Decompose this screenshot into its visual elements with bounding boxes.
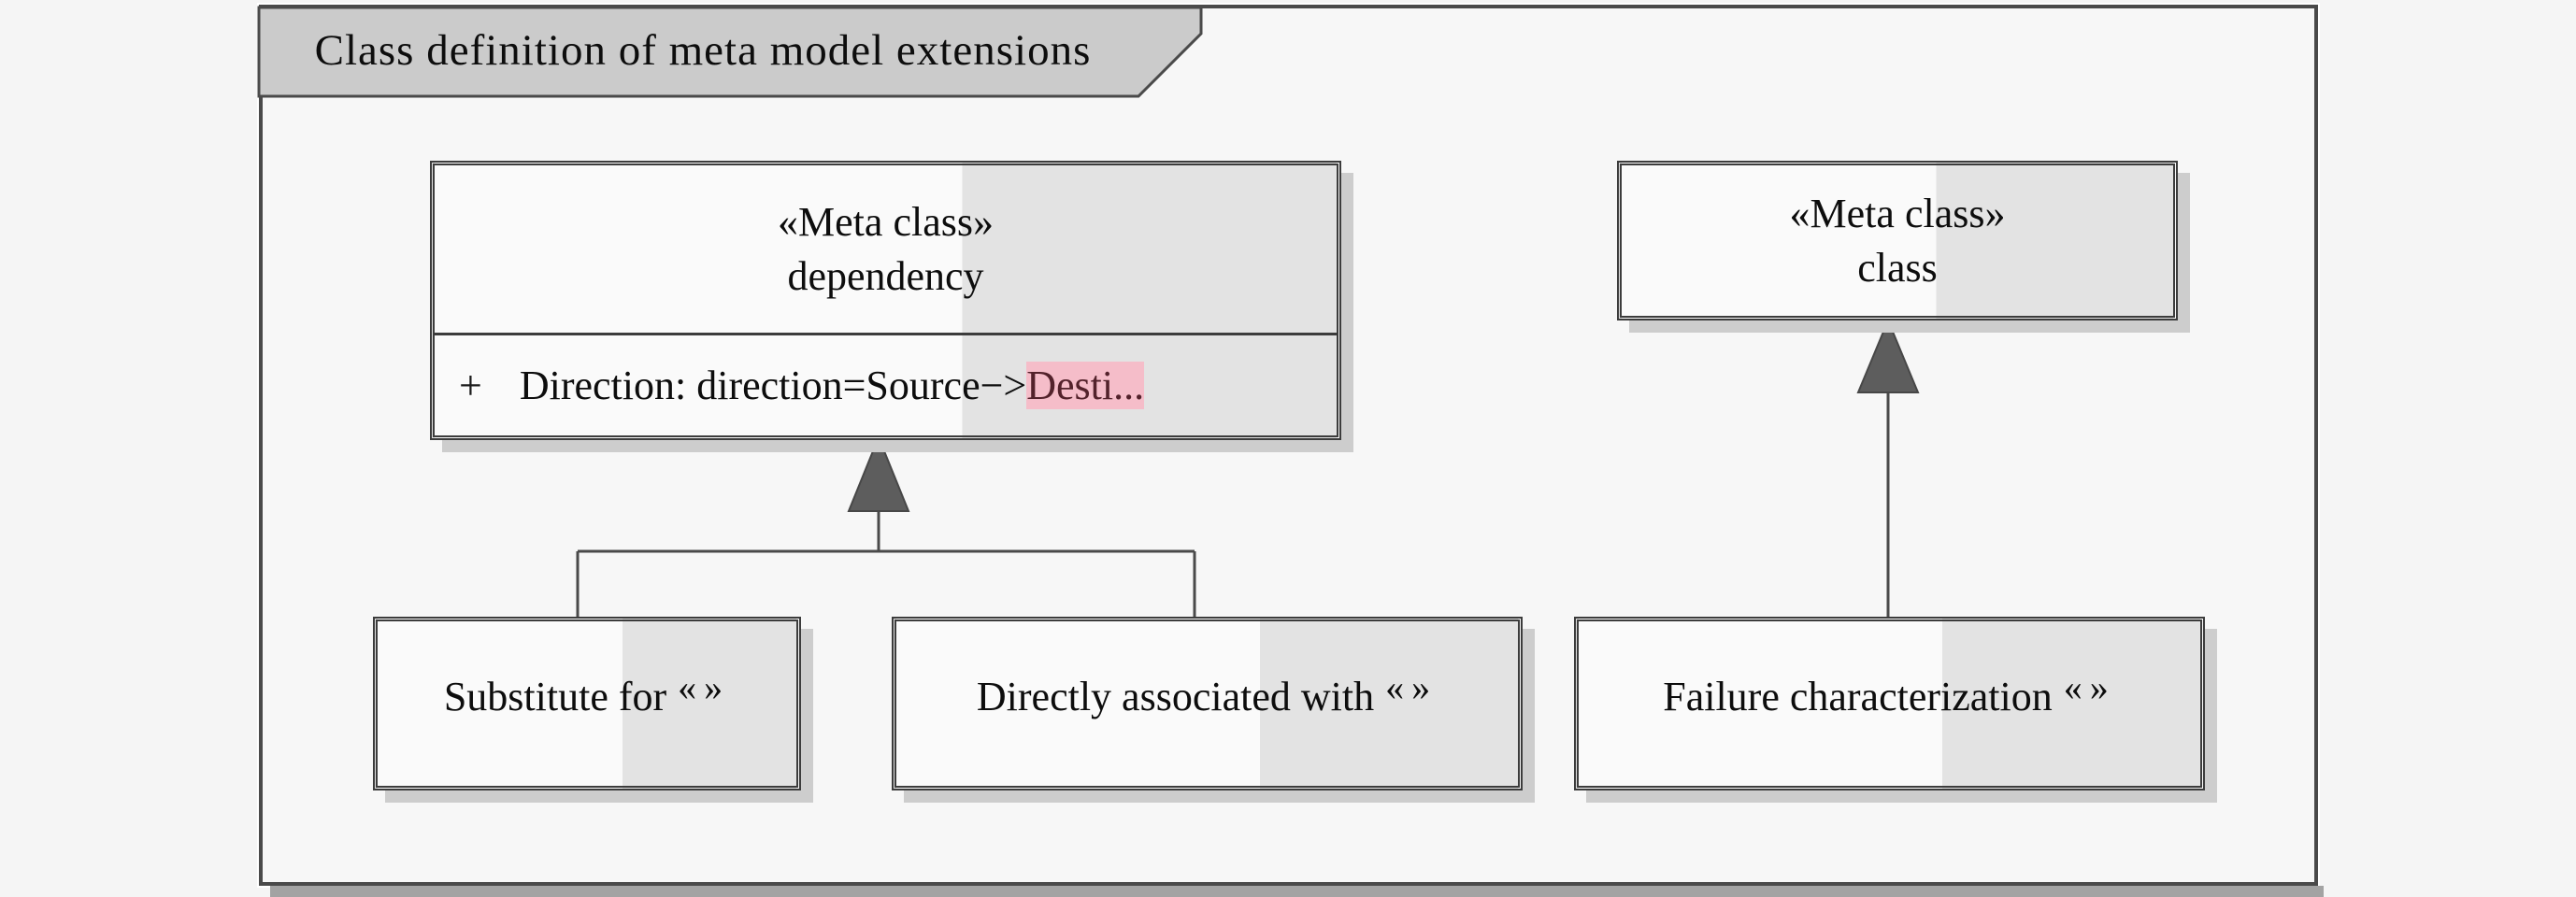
attribute-text: Direction: direction=Source−>	[519, 363, 1027, 408]
class-box-failure-characterization[interactable]: Failure characterization «»	[1574, 617, 2205, 790]
class-box-failure-characterization-label: Failure characterization «»	[1579, 614, 2200, 778]
stereotype-guillemets: «»	[678, 665, 731, 708]
class-box-directly-associated-label: Directly associated with «»	[896, 614, 1518, 778]
attribute-visibility: +	[459, 363, 482, 408]
class-name-label: Failure characterization	[1663, 673, 2053, 719]
frame-title: Class definition of meta model extension…	[314, 26, 1092, 75]
class-box-substitute-for[interactable]: Substitute for «»	[373, 617, 801, 790]
frame-title-tab	[257, 6, 1203, 98]
stereotype-guillemets: «»	[2063, 665, 2116, 708]
class-box-dependency-header: «Meta class» dependency	[435, 165, 1337, 333]
attribute-highlight[interactable]: Desti...	[1026, 362, 1145, 409]
class-box-substitute-for-label: Substitute for «»	[378, 614, 796, 778]
class-box-class-header: «Meta class» class	[1622, 165, 2173, 316]
frame-shadow	[270, 886, 2324, 897]
class-name-label: class	[1857, 244, 1938, 291]
class-name-label: Directly associated with	[976, 673, 1375, 719]
class-box-dependency[interactable]: «Meta class» dependency + Direction: dir…	[430, 161, 1341, 440]
class-box-class[interactable]: «Meta class» class	[1617, 161, 2178, 320]
stereotype-label: «Meta class»	[1789, 190, 2006, 236]
stereotype-guillemets: «»	[1385, 665, 1438, 708]
class-name-label: Substitute for	[443, 673, 667, 719]
class-box-dependency-attribute[interactable]: + Direction: direction=Source−> Desti...	[435, 333, 1337, 435]
class-box-directly-associated[interactable]: Directly associated with «»	[892, 617, 1523, 790]
stereotype-label: «Meta class»	[778, 198, 994, 245]
class-name-label: dependency	[787, 252, 984, 299]
